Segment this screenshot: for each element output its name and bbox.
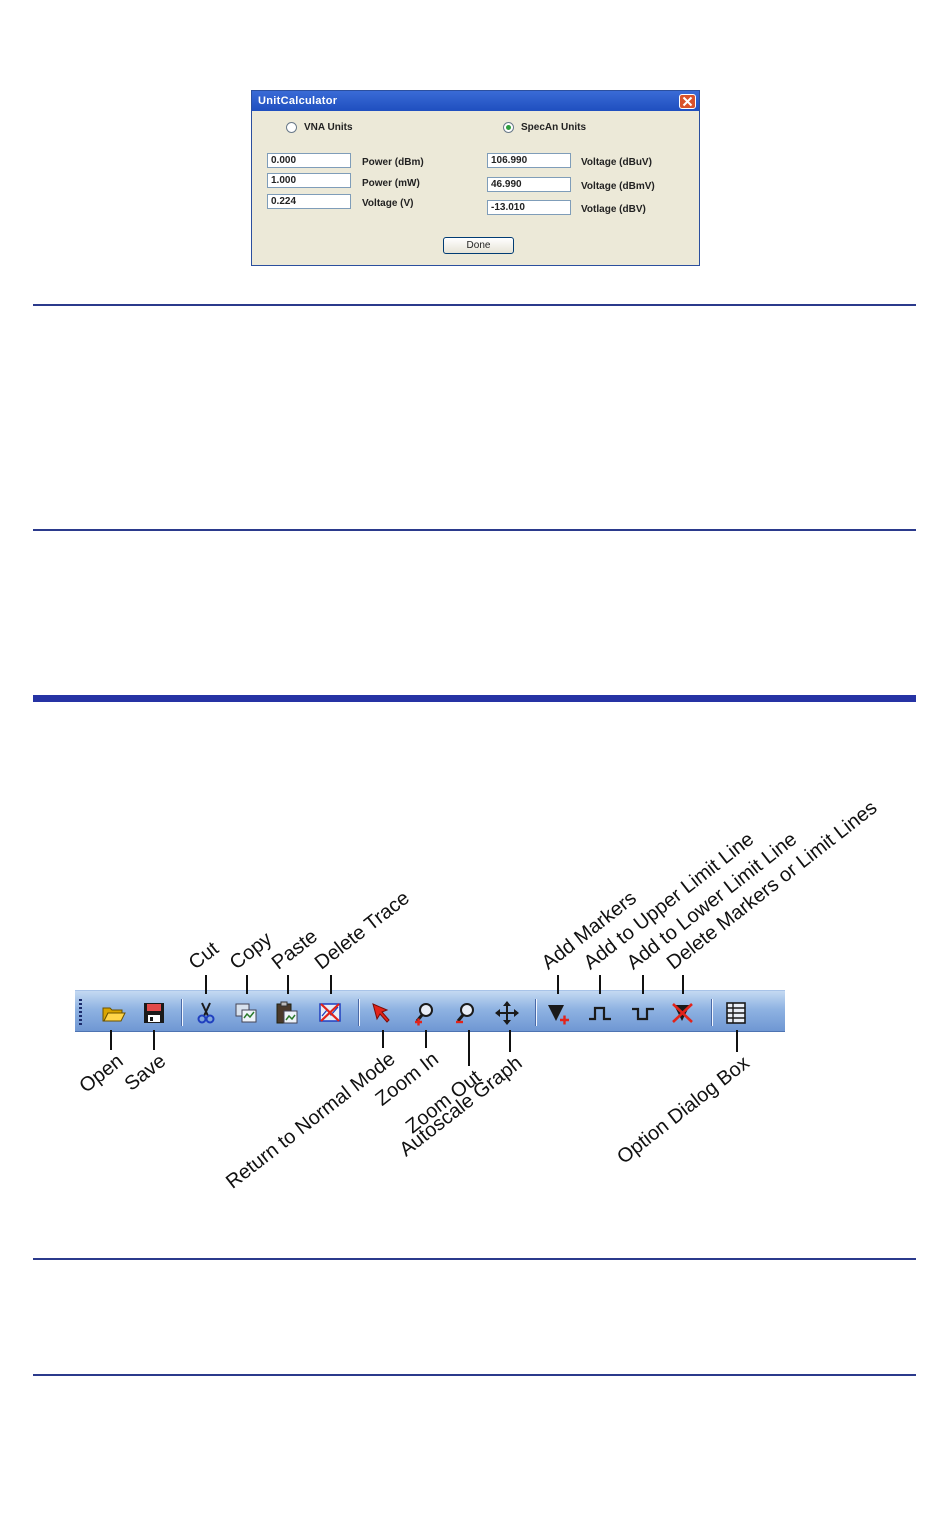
section-rule-thick bbox=[33, 695, 916, 702]
callout-line-add-markers bbox=[557, 975, 559, 994]
toolbar bbox=[75, 990, 785, 1032]
lower-limit-icon[interactable] bbox=[630, 1000, 656, 1026]
section-rule bbox=[33, 1374, 916, 1376]
floppy-disk-icon[interactable] bbox=[141, 1000, 167, 1026]
callout-line-save bbox=[153, 1030, 155, 1050]
dialog-title: UnitCalculator bbox=[258, 95, 338, 107]
radio-button-checked[interactable] bbox=[503, 122, 514, 133]
power-dbm-field[interactable]: 0.000 bbox=[267, 153, 351, 168]
scissors-icon[interactable] bbox=[193, 1000, 219, 1026]
callout-line-option-dialog bbox=[736, 1030, 738, 1052]
section-rule bbox=[33, 304, 916, 306]
folder-open-icon[interactable] bbox=[101, 1000, 127, 1026]
option-dialog-icon[interactable] bbox=[723, 1000, 749, 1026]
callout-line-paste bbox=[287, 975, 289, 994]
voltage-dbuv-field[interactable]: 106.990 bbox=[487, 153, 571, 168]
label-copy: Copy bbox=[225, 928, 277, 975]
voltage-dbv-field[interactable]: -13.010 bbox=[487, 200, 571, 215]
callout-line-copy bbox=[246, 975, 248, 994]
label-paste: Paste bbox=[267, 925, 322, 975]
callout-line-lower-limit bbox=[642, 975, 644, 994]
close-button[interactable] bbox=[679, 93, 696, 109]
label-open: Open bbox=[75, 1050, 128, 1098]
voltage-dbmv-field[interactable]: 46.990 bbox=[487, 177, 571, 192]
label-delete-trace: Delete Trace bbox=[310, 887, 414, 975]
voltage-dbmv-label: Voltage (dBmV) bbox=[581, 181, 655, 192]
label-save: Save bbox=[121, 1050, 171, 1096]
toolbar-separator bbox=[535, 999, 537, 1026]
close-icon bbox=[682, 96, 693, 106]
arrow-pointer-icon[interactable] bbox=[369, 1000, 395, 1026]
toolbar-grip[interactable] bbox=[79, 999, 82, 1025]
toolbar-separator bbox=[711, 999, 713, 1026]
label-option-dialog-box: Option Dialog Box bbox=[612, 1052, 754, 1169]
voltage-v-field[interactable]: 0.224 bbox=[267, 194, 351, 209]
radio-button[interactable] bbox=[286, 122, 297, 133]
label-return-normal-mode: Return to Normal Mode bbox=[222, 1048, 400, 1194]
paste-icon[interactable] bbox=[274, 1000, 300, 1026]
callout-line-zoom-in bbox=[425, 1030, 427, 1048]
delete-trace-icon[interactable] bbox=[317, 1000, 343, 1026]
callout-line-open bbox=[110, 1030, 112, 1050]
upper-limit-icon[interactable] bbox=[587, 1000, 613, 1026]
section-rule bbox=[33, 529, 916, 531]
voltage-dbv-label: Votlage (dBV) bbox=[581, 204, 646, 215]
zoom-out-icon[interactable] bbox=[453, 1000, 479, 1026]
move-arrows-icon[interactable] bbox=[494, 1000, 520, 1026]
callout-line-zoom-out bbox=[468, 1030, 470, 1066]
toolbar-separator bbox=[358, 999, 360, 1026]
unit-calculator-dialog: UnitCalculator VNA Units SpecAn Units 0.… bbox=[251, 90, 700, 266]
power-dbm-label: Power (dBm) bbox=[362, 157, 424, 168]
zoom-in-icon[interactable] bbox=[412, 1000, 438, 1026]
callout-line-delete-markers bbox=[682, 975, 684, 994]
add-marker-icon[interactable] bbox=[545, 1000, 571, 1026]
radio-specan-label: SpecAn Units bbox=[521, 122, 587, 133]
section-rule bbox=[33, 1258, 916, 1260]
delete-marker-icon[interactable] bbox=[670, 1000, 696, 1026]
dialog-titlebar[interactable]: UnitCalculator bbox=[252, 91, 699, 111]
voltage-v-label: Voltage (V) bbox=[362, 198, 414, 209]
callout-line-cut bbox=[205, 975, 207, 994]
power-mw-field[interactable]: 1.000 bbox=[267, 173, 351, 188]
label-cut: Cut bbox=[184, 937, 223, 975]
voltage-dbuv-label: Voltage (dBuV) bbox=[581, 157, 652, 168]
toolbar-separator bbox=[181, 999, 183, 1026]
power-mw-label: Power (mW) bbox=[362, 178, 420, 189]
done-button[interactable]: Done bbox=[443, 237, 514, 254]
callout-line-delete-trace bbox=[330, 975, 332, 994]
callout-line-normal-mode bbox=[382, 1030, 384, 1048]
callout-line-upper-limit bbox=[599, 975, 601, 994]
copy-icon[interactable] bbox=[233, 1000, 259, 1026]
radio-vna-units[interactable]: VNA Units bbox=[286, 122, 353, 133]
callout-line-autoscale bbox=[509, 1030, 511, 1052]
radio-specan-units[interactable]: SpecAn Units bbox=[503, 122, 586, 133]
radio-vna-label: VNA Units bbox=[304, 122, 353, 133]
